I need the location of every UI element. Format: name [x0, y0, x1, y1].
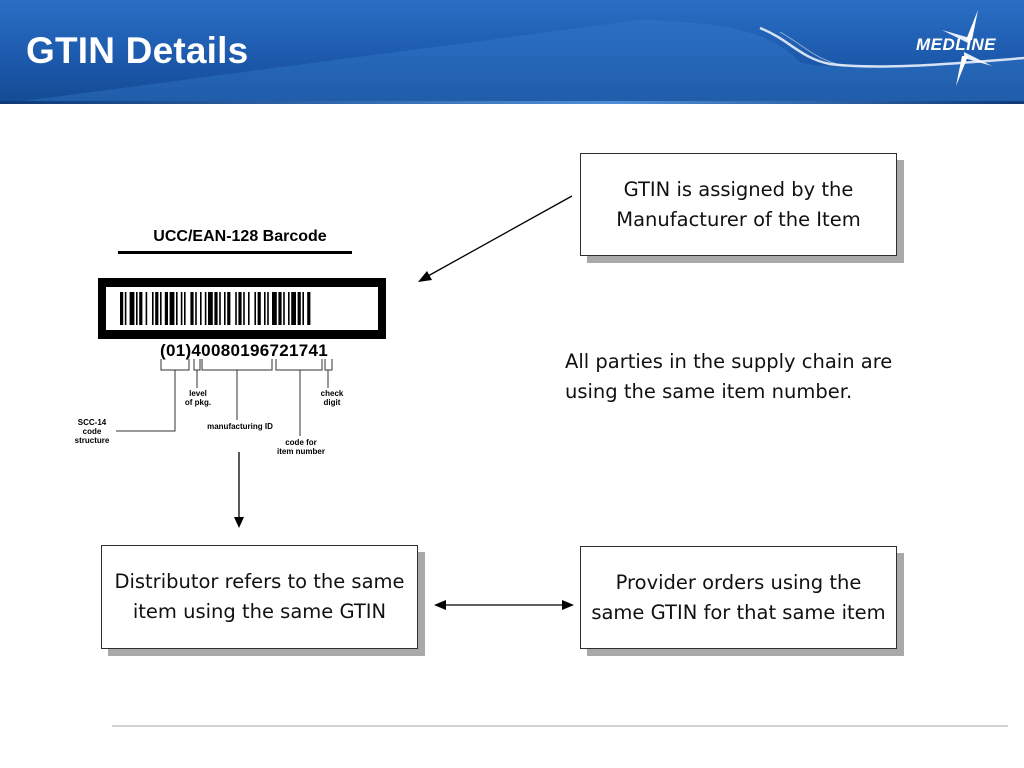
- slide-title: GTIN Details: [26, 30, 249, 71]
- barcode-image: [98, 278, 386, 339]
- footer-divider: [112, 725, 1008, 727]
- slide-header: GTIN Details MEDLINE: [0, 0, 1024, 104]
- label-manufacturing-id: manufacturing ID: [207, 422, 273, 431]
- label-level-of-pkg: level of pkg.: [184, 389, 212, 407]
- supply-chain-note: All parties in the supply chain are usin…: [565, 350, 893, 403]
- barcode-title-underline: [118, 251, 352, 254]
- label-check-digit: check digit: [320, 389, 344, 407]
- arrow-barcode-to-distributor: [234, 452, 244, 528]
- arrow-distributor-provider: [434, 600, 574, 610]
- barcode-title: UCC/EAN-128 Barcode: [153, 228, 327, 245]
- distributor-box: Distributor refers to the same item usin…: [101, 545, 418, 649]
- barcode-figure: UCC/EAN-128 Barcode (01)40080196721741 l…: [60, 220, 400, 470]
- header-swoosh: [0, 20, 1024, 104]
- barcode-number: (01)40080196721741: [160, 341, 328, 360]
- header-bottom-line: [0, 101, 1024, 104]
- barcode-brackets: [116, 359, 333, 436]
- arrow-manufacturer-to-barcode: [418, 195, 573, 282]
- manufacturer-box: GTIN is assigned by the Manufacturer of …: [580, 153, 897, 256]
- logo-text: MEDLINE: [916, 35, 996, 54]
- medline-star-icon: [942, 10, 992, 86]
- provider-box: Provider orders using the same GTIN for …: [580, 546, 897, 649]
- medline-logo: MEDLINE: [912, 10, 1016, 86]
- label-item-number-code: code for item number: [276, 438, 325, 456]
- label-scc14-structure: SCC-14 code structure: [74, 418, 110, 445]
